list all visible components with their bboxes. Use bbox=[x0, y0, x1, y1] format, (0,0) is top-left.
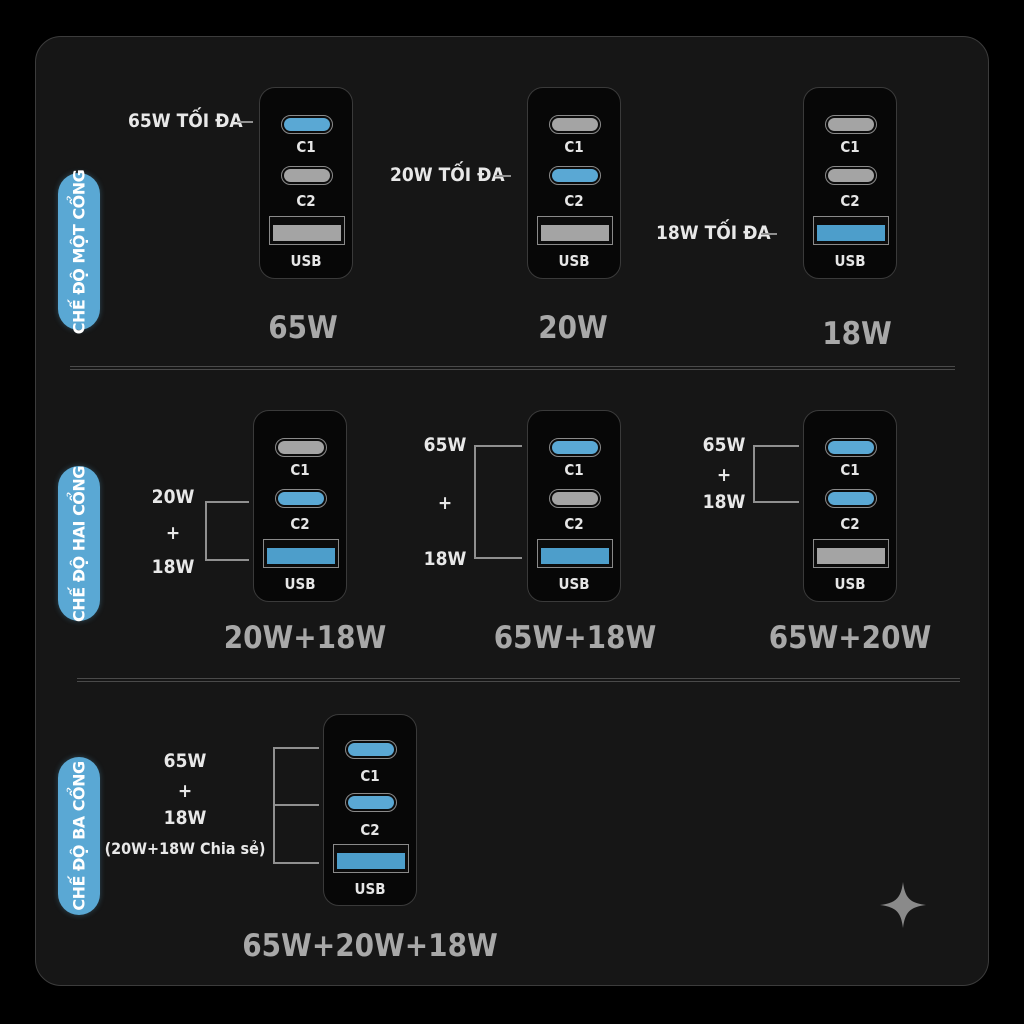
charger: C1 C2 USB bbox=[803, 410, 897, 602]
port-label-c2: C2 bbox=[840, 192, 860, 210]
bracket-line bbox=[474, 445, 522, 447]
section-label-triple-port: CHẾ ĐỘ BA CỔNG bbox=[58, 757, 100, 915]
port-label-c1: C1 bbox=[360, 767, 380, 785]
section-label-dual-port: CHẾ ĐỘ HAI CỔNG bbox=[58, 466, 100, 621]
bracket-line bbox=[273, 804, 319, 806]
port-label-usb: USB bbox=[834, 252, 866, 270]
bracket-line bbox=[753, 445, 755, 503]
port-label-c1: C1 bbox=[564, 138, 584, 156]
plus-sign: + bbox=[177, 780, 193, 802]
bracket-line bbox=[205, 501, 207, 561]
connector-line bbox=[237, 121, 253, 123]
plus-sign: + bbox=[165, 522, 181, 544]
power-label: 20W bbox=[151, 486, 195, 508]
port-label-c1: C1 bbox=[564, 461, 584, 479]
port-c2 bbox=[549, 166, 601, 185]
port-c2 bbox=[345, 793, 397, 812]
port-label-c1: C1 bbox=[840, 461, 860, 479]
port-usb bbox=[537, 216, 613, 245]
port-max-label: 20W TỐI ĐA bbox=[390, 164, 505, 186]
port-label-c1: C1 bbox=[840, 138, 860, 156]
port-usb bbox=[813, 216, 889, 245]
bracket-line bbox=[753, 501, 799, 503]
port-c1 bbox=[281, 115, 333, 134]
port-usb bbox=[537, 539, 613, 568]
mode-total: 20W bbox=[538, 310, 608, 346]
section-divider bbox=[77, 678, 960, 682]
port-label-c1: C1 bbox=[296, 138, 316, 156]
port-c1 bbox=[549, 115, 601, 134]
port-label-c2: C2 bbox=[296, 192, 316, 210]
port-usb bbox=[269, 216, 345, 245]
power-label: 18W bbox=[163, 807, 207, 829]
bracket-line bbox=[205, 501, 249, 503]
plus-sign: + bbox=[716, 464, 732, 486]
bracket-line bbox=[753, 445, 799, 447]
mode-total: 65W+18W bbox=[493, 620, 657, 656]
power-label: 18W bbox=[423, 548, 467, 570]
plus-sign: + bbox=[437, 492, 453, 514]
bracket-line bbox=[205, 559, 249, 561]
port-max-label: 18W TỐI ĐA bbox=[656, 222, 771, 244]
port-label-c2: C2 bbox=[840, 515, 860, 533]
shared-power-note: (20W+18W Chia sẻ) bbox=[104, 839, 266, 858]
port-label-c2: C2 bbox=[360, 821, 380, 839]
charger: C1 C2 USB bbox=[253, 410, 347, 602]
port-label-usb: USB bbox=[558, 252, 590, 270]
port-label-usb: USB bbox=[284, 575, 316, 593]
port-c2 bbox=[281, 166, 333, 185]
port-c2 bbox=[549, 489, 601, 508]
port-label-usb: USB bbox=[354, 880, 386, 898]
port-usb bbox=[813, 539, 889, 568]
port-usb bbox=[333, 844, 409, 873]
port-label-usb: USB bbox=[834, 575, 866, 593]
mode-total: 20W+18W bbox=[223, 620, 387, 656]
port-c1 bbox=[275, 438, 327, 457]
section-label-single-port: CHẾ ĐỘ MỘT CỔNG bbox=[58, 169, 100, 334]
mode-total: 65W bbox=[268, 310, 338, 346]
bracket-line bbox=[474, 557, 522, 559]
power-label: 65W bbox=[702, 434, 746, 456]
mode-total: 65W+20W bbox=[768, 620, 932, 656]
port-max-label: 65W TỐI ĐA bbox=[128, 110, 243, 132]
port-label-c2: C2 bbox=[290, 515, 310, 533]
mode-total: 65W+20W+18W bbox=[242, 928, 498, 964]
charger: C1 C2 USB bbox=[259, 87, 353, 279]
mode-total: 18W bbox=[822, 316, 892, 352]
port-usb bbox=[263, 539, 339, 568]
charger: C1 C2 USB bbox=[803, 87, 897, 279]
port-label-c2: C2 bbox=[564, 192, 584, 210]
bracket-line bbox=[273, 747, 319, 749]
port-label-usb: USB bbox=[558, 575, 590, 593]
port-c1 bbox=[345, 740, 397, 759]
port-c2 bbox=[275, 489, 327, 508]
port-c2 bbox=[825, 166, 877, 185]
port-label-c2: C2 bbox=[564, 515, 584, 533]
bracket-line bbox=[273, 862, 319, 864]
charger: C1 C2 USB bbox=[527, 410, 621, 602]
power-label: 18W bbox=[151, 556, 195, 578]
port-c2 bbox=[825, 489, 877, 508]
connector-line bbox=[495, 175, 511, 177]
power-label: 18W bbox=[702, 491, 746, 513]
power-label: 65W bbox=[163, 750, 207, 772]
power-label: 65W bbox=[423, 434, 467, 456]
connector-line bbox=[761, 233, 777, 235]
bracket-line bbox=[474, 445, 476, 559]
sparkle-icon bbox=[880, 882, 926, 928]
port-c1 bbox=[825, 115, 877, 134]
port-c1 bbox=[825, 438, 877, 457]
port-label-usb: USB bbox=[290, 252, 322, 270]
charger: C1 C2 USB bbox=[323, 714, 417, 906]
charger: C1 C2 USB bbox=[527, 87, 621, 279]
section-divider bbox=[70, 366, 955, 370]
port-label-c1: C1 bbox=[290, 461, 310, 479]
port-c1 bbox=[549, 438, 601, 457]
